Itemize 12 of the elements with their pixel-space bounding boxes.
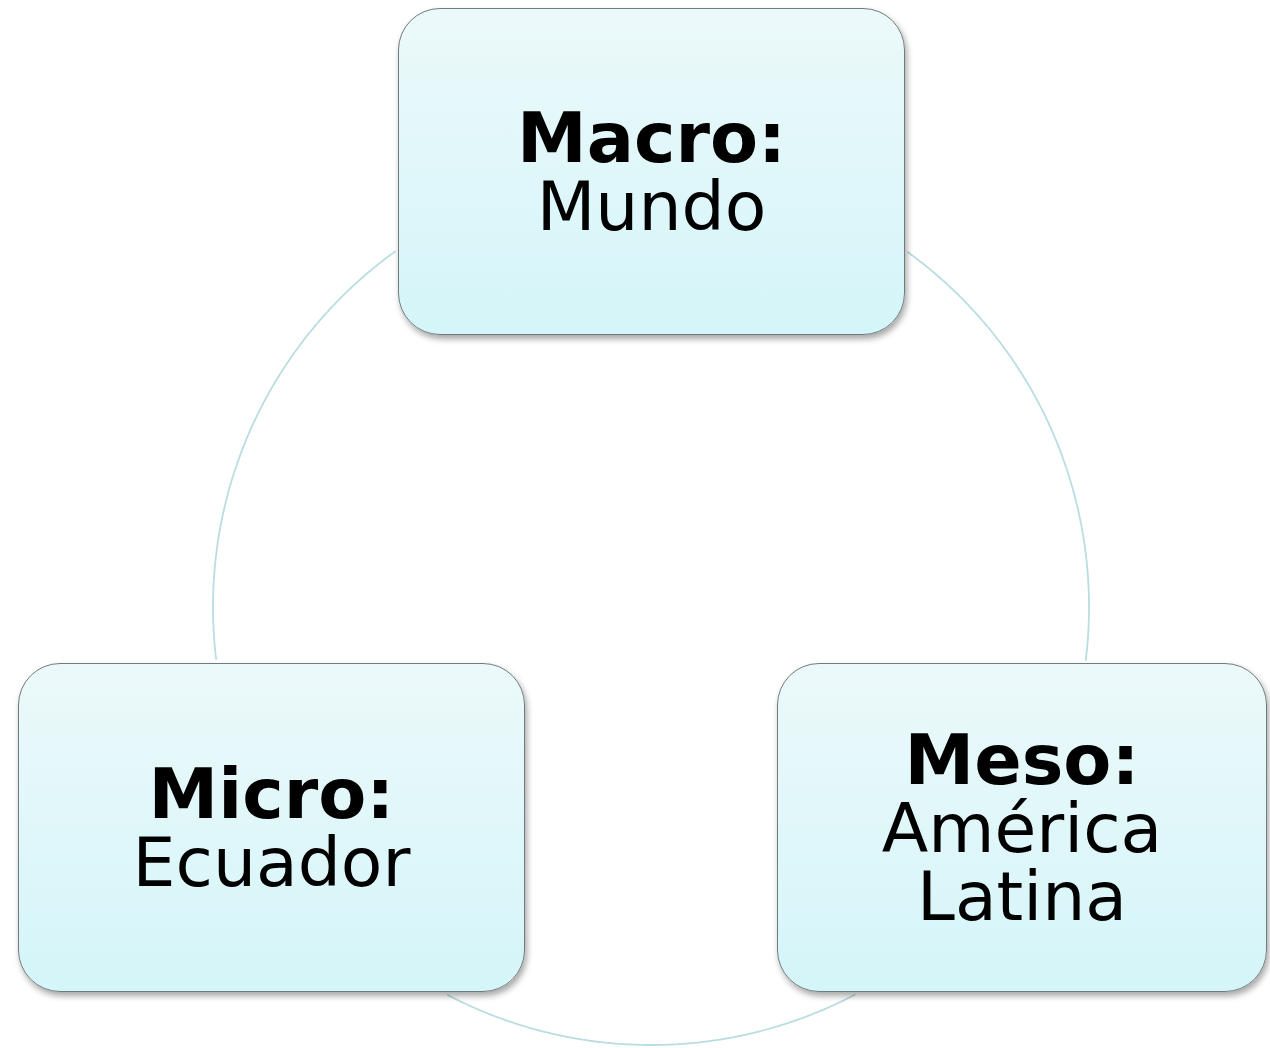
connector-arc <box>906 250 1090 662</box>
rounded-box <box>777 663 1267 992</box>
box-text: América Latina <box>880 794 1164 931</box>
box-text: Mundo <box>536 172 767 241</box>
box-heading: Macro: <box>517 102 786 173</box>
box-text: Ecuador <box>132 828 411 897</box>
box-heading: Meso: <box>904 724 1140 795</box>
rounded-box <box>398 8 905 335</box>
connector-arc <box>212 250 397 661</box>
rounded-box <box>18 663 525 992</box>
box-heading: Micro: <box>148 758 395 829</box>
connector-arc <box>446 993 856 1046</box>
